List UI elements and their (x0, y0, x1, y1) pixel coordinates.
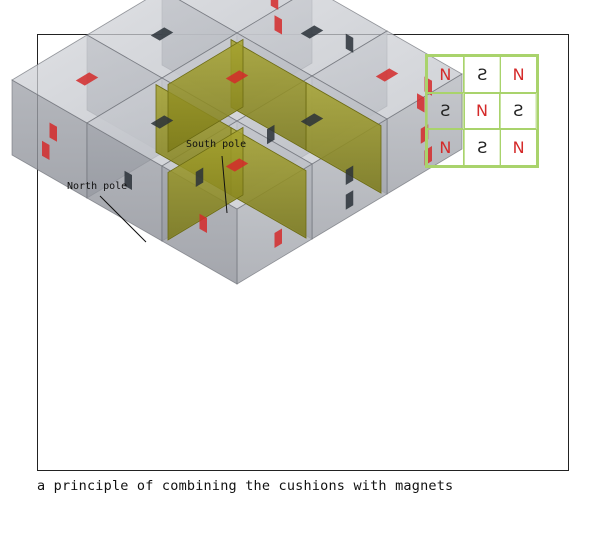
south-magnet-front (195, 167, 204, 187)
south-magnet-side (124, 170, 132, 191)
south-magnet-top (300, 25, 324, 39)
north-magnet-side (274, 15, 282, 35)
figure-caption: a principle of combining the cushions wi… (37, 478, 454, 494)
pole-cell-r2-c2: N (463, 92, 501, 130)
pole-cell-r1-c1: N (427, 56, 464, 93)
pole-cell-r1-c2: S (463, 56, 501, 93)
pole-cell-r3-c3: N (500, 129, 537, 166)
north-magnet-side (270, 0, 279, 10)
divider-plate-4 (230, 38, 307, 151)
north-magnet-top (225, 70, 249, 84)
divider-plate-5 (167, 126, 244, 241)
south-magnet-top (150, 115, 174, 129)
north-magnet-top (375, 68, 399, 82)
north-magnet-side (49, 122, 57, 142)
south-magnet-top (300, 113, 324, 127)
north-magnet-side (42, 140, 50, 160)
south-magnet-front (267, 124, 275, 145)
north-pole-label: North pole (67, 181, 128, 192)
north-magnet-side (199, 213, 207, 234)
north-magnet-front (274, 228, 282, 248)
pole-cell-r3-c1: N (427, 129, 464, 166)
divider-plate-6 (167, 38, 244, 153)
north-pole-leader-line (99, 195, 147, 243)
south-magnet-front (345, 165, 354, 185)
south-magnet-top (150, 27, 174, 41)
pole-cell-r1-c3: N (500, 56, 537, 93)
north-magnet-side (417, 93, 425, 113)
pole-cell-r3-c2: S (463, 129, 501, 166)
north-magnet-top (75, 72, 99, 86)
south-pole-label: South pole (186, 139, 247, 150)
north-magnet-top (225, 158, 249, 172)
south-pole-leader-line (221, 155, 228, 214)
south-magnet-side (345, 33, 354, 53)
pole-cell-r2-c1: S (427, 92, 464, 130)
pole-cell-r2-c3: S (500, 92, 537, 130)
south-magnet-front (345, 190, 354, 210)
